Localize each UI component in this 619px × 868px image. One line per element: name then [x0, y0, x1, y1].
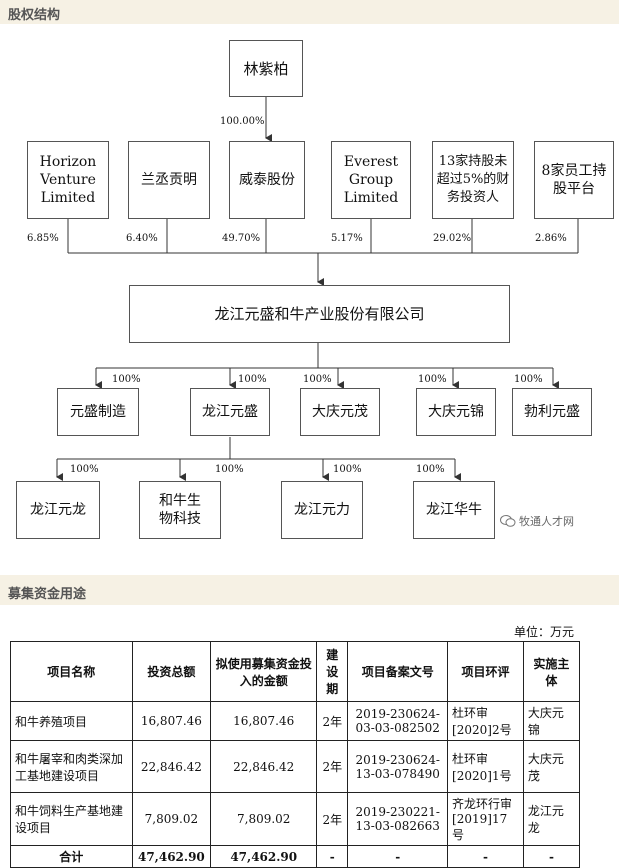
shareholder-weitai-box: 威泰股份 — [229, 141, 305, 219]
ownership-connectors — [56, 97, 579, 481]
col-header-filing: 项目备案文号 — [347, 641, 449, 702]
subsub-biotech-pct: 100% — [215, 464, 244, 475]
table-row: 和牛屠宰和肉类深加工基地建设项目 22,846.42 22,846.42 2年 … — [10, 740, 581, 793]
shareholder-lanchen-box: 兰丞贡明 — [128, 141, 210, 219]
shareholder-employee-pct: 2.86% — [535, 233, 567, 244]
table-header-row: 项目名称 投资总额 拟使用募集资金投入的金额 建设期 项目备案文号 项目环评 实… — [10, 641, 581, 702]
row-entity: 龙江元龙 — [522, 792, 581, 846]
sub-longjiang-yuansheng-pct: 100% — [238, 374, 267, 385]
table-row: 和牛养殖项目 16,807.46 16,807.46 2年 2019-23062… — [10, 701, 581, 741]
table-total-row: 合计 47,462.90 47,462.90 - - - - — [10, 845, 581, 868]
row-total: 16,807.46 — [131, 701, 212, 741]
row-eia: 齐龙环行审[2019]17号 — [447, 792, 524, 846]
subsub-yuanlong-box: 龙江元龙 — [16, 481, 100, 539]
row-period: 2年 — [316, 740, 349, 793]
wechat-icon — [500, 515, 516, 527]
col-header-period: 建设期 — [316, 641, 349, 702]
sub-yuansheng-zhizao-box: 元盛制造 — [57, 388, 139, 436]
row-raised: 7,809.02 — [210, 792, 318, 846]
shareholder-employee-box: 8家员工持股平台 — [534, 141, 614, 219]
row-period: 2年 — [316, 701, 349, 741]
subsub-huaniu-box: 龙江华牛 — [413, 481, 495, 539]
subsub-huaniu-pct: 100% — [416, 464, 445, 475]
top-holder-pct: 100.00% — [220, 116, 265, 127]
total-name: 合计 — [10, 845, 133, 868]
total-raised: 47,462.90 — [210, 845, 318, 868]
shareholder-weitai-pct: 49.70% — [222, 233, 261, 244]
shareholder-horizon-pct: 6.85% — [27, 233, 59, 244]
col-header-name: 项目名称 — [10, 641, 133, 702]
sub-yuansheng-zhizao-pct: 100% — [112, 374, 141, 385]
col-header-entity: 实施主体 — [522, 641, 581, 702]
equity-section-title: 股权结构 — [8, 8, 61, 23]
row-name: 和牛屠宰和肉类深加工基地建设项目 — [10, 740, 133, 793]
shareholder-lanchen-pct: 6.40% — [126, 233, 158, 244]
total-total: 47,462.90 — [131, 845, 212, 868]
sub-boli-yuansheng-box: 勃利元盛 — [512, 388, 592, 436]
subsub-yuanlong-pct: 100% — [70, 464, 99, 475]
sub-longjiang-yuansheng-box: 龙江元盛 — [190, 388, 270, 436]
row-total: 22,846.42 — [131, 740, 212, 793]
row-filing: 2019-230624-03-03-082502 — [347, 701, 449, 741]
subsub-yuanli-box: 龙江元力 — [281, 481, 363, 539]
watermark-text: 牧通人才网 — [519, 515, 574, 528]
row-filing: 2019-230221-13-03-082663 — [347, 792, 449, 846]
row-entity: 大庆元茂 — [522, 740, 581, 793]
total-eia: - — [447, 845, 524, 868]
fund-section-title: 募集资金用途 — [8, 587, 87, 602]
row-eia: 杜环审[2020]2号 — [447, 701, 524, 741]
total-period: - — [316, 845, 349, 868]
sub-boli-yuansheng-pct: 100% — [514, 374, 543, 385]
equity-section-header — [0, 0, 619, 24]
company-box: 龙江元盛和牛产业股份有限公司 — [129, 285, 510, 343]
sub-daqing-yuanjin-pct: 100% — [418, 374, 447, 385]
col-header-total: 投资总额 — [131, 641, 212, 702]
shareholder-everest-box: Everest Group Limited — [331, 141, 411, 219]
col-header-eia: 项目环评 — [447, 641, 524, 702]
total-entity: - — [522, 845, 581, 868]
row-period: 2年 — [316, 792, 349, 846]
shareholder-financial-pct: 29.02% — [433, 233, 472, 244]
row-name: 和牛养殖项目 — [10, 701, 133, 741]
fund-usage-table: 项目名称 投资总额 拟使用募集资金投入的金额 建设期 项目备案文号 项目环评 实… — [10, 641, 581, 868]
ownership-chart: 林紫柏 100.00% Horizon Venture Limited 兰丞贡明… — [16, 40, 614, 539]
row-total: 7,809.02 — [131, 792, 212, 846]
sub-daqing-yuanmao-pct: 100% — [303, 374, 332, 385]
top-holder-box: 林紫柏 — [229, 40, 303, 97]
row-name: 和牛饲料生产基地建设项目 — [10, 792, 133, 846]
sub-daqing-yuanjin-box: 大庆元锦 — [416, 388, 496, 436]
sub-daqing-yuanmao-box: 大庆元茂 — [300, 388, 380, 436]
subsub-biotech-box: 和牛生物科技 — [139, 481, 221, 539]
row-raised: 16,807.46 — [210, 701, 318, 741]
row-raised: 22,846.42 — [210, 740, 318, 793]
subsub-yuanli-pct: 100% — [333, 464, 362, 475]
watermark: 牧通人才网 — [500, 513, 574, 529]
row-filing: 2019-230624-13-03-078490 — [347, 740, 449, 793]
total-filing: - — [347, 845, 449, 868]
shareholder-financial-box: 13家持股未超过5%的财务投资人 — [432, 141, 514, 219]
col-header-raised: 拟使用募集资金投入的金额 — [210, 641, 318, 702]
fund-unit-label: 单位：万元 — [513, 625, 574, 639]
row-entity: 大庆元锦 — [522, 701, 581, 741]
row-eia: 杜环审[2020]1号 — [447, 740, 524, 793]
shareholder-horizon-box: Horizon Venture Limited — [27, 141, 109, 219]
fund-section-header — [0, 575, 619, 605]
shareholder-everest-pct: 5.17% — [331, 233, 363, 244]
table-row: 和牛饲料生产基地建设项目 7,809.02 7,809.02 2年 2019-2… — [10, 792, 581, 846]
